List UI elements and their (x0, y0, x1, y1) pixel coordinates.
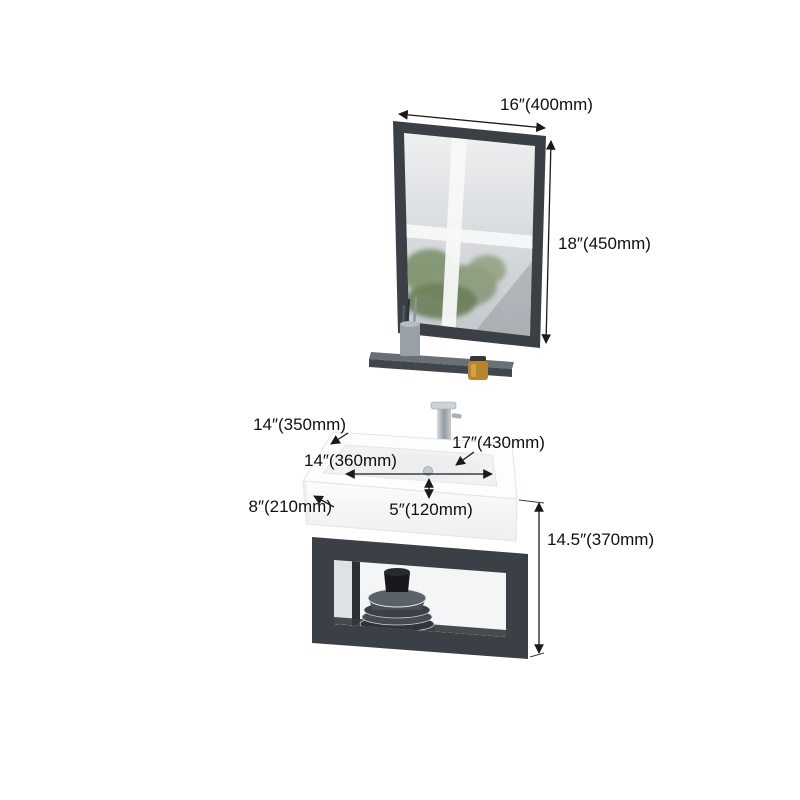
dimension-sink-width: 17″(430mm) (452, 433, 545, 466)
interior-back-post (352, 561, 360, 626)
dimension-basin-width: 14″(360mm) (304, 451, 493, 479)
mirror-width-label: 16″(400mm) (500, 95, 593, 114)
mirror-reflection (404, 134, 535, 336)
interior-side-panel (334, 560, 352, 626)
dimension-sink-height: 8″(210mm) (249, 495, 335, 516)
faucet-body (437, 407, 451, 444)
sink-left-edge (303, 481, 310, 524)
dimension-mirror-width: 16″(400mm) (398, 95, 593, 133)
basin-width-label: 14″(360mm) (304, 451, 397, 470)
dimension-mirror-height: 18″(450mm) (541, 140, 651, 344)
faucet-handle (451, 413, 462, 419)
window-mullion-horizontal (404, 224, 535, 249)
reflection-shadow (468, 258, 535, 336)
dimension-cabinet-height: 14.5″(370mm) (518, 499, 654, 658)
dimension-drain-offset: 5″(120mm) (389, 478, 473, 519)
sink-width-label: 17″(430mm) (452, 433, 545, 452)
wall-mirror (393, 121, 546, 348)
faucet-spout (430, 401, 457, 410)
cabinet-frame (312, 537, 528, 659)
dimension-sink-depth: 14″(350mm) (253, 415, 349, 445)
black-cup (384, 572, 410, 592)
sink-height-label: 8″(210mm) (249, 497, 332, 516)
sink-depth-label: 14″(350mm) (253, 415, 346, 434)
toothbrush-cup (400, 296, 420, 356)
drain-offset-label: 5″(120mm) (389, 500, 472, 519)
mirror-height-label: 18″(450mm) (558, 234, 651, 253)
cabinet-height-label: 14.5″(370mm) (547, 530, 654, 549)
wall-shelf (369, 352, 514, 377)
soap-jar (468, 356, 488, 380)
